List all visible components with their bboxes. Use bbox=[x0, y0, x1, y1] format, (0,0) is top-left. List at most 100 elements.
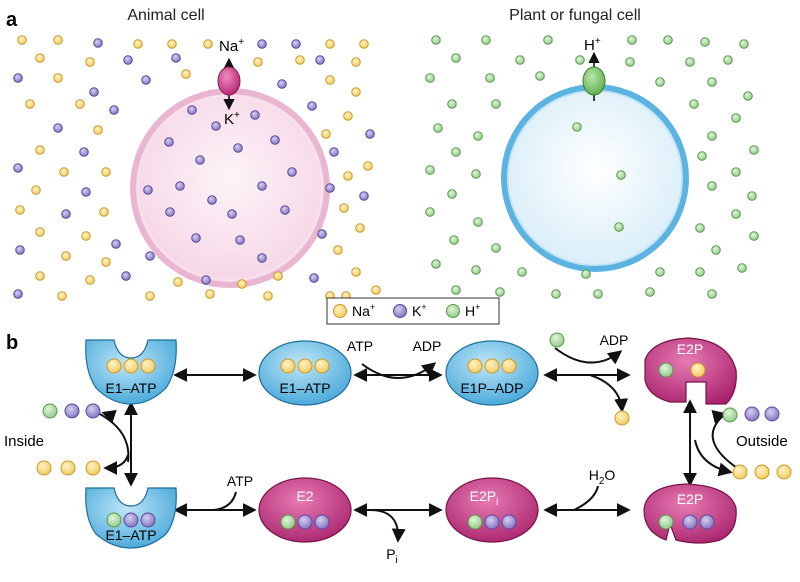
na-ion bbox=[31, 185, 41, 195]
legend-k-label: K+ bbox=[412, 302, 427, 319]
h-ion bbox=[737, 263, 747, 273]
k-ion bbox=[250, 110, 260, 120]
na-ion bbox=[237, 279, 247, 289]
h-ion bbox=[471, 169, 481, 179]
na-ion bbox=[343, 111, 353, 121]
k-ion bbox=[682, 514, 698, 530]
h-ion bbox=[625, 57, 635, 67]
na-ion bbox=[17, 35, 27, 45]
na-ion bbox=[732, 464, 748, 480]
h-ion bbox=[425, 207, 435, 217]
k-ion bbox=[195, 155, 205, 165]
h-ion bbox=[707, 77, 717, 87]
arrow-atp-bottom bbox=[213, 491, 237, 511]
na-ion bbox=[690, 362, 706, 378]
pump-na-label: Na+ bbox=[219, 37, 244, 55]
na-ion bbox=[297, 358, 313, 374]
label-outside: Outside bbox=[736, 433, 788, 450]
k-ion bbox=[165, 207, 175, 217]
h-ion bbox=[467, 514, 483, 530]
k-ion bbox=[257, 253, 267, 263]
h-ion bbox=[739, 39, 749, 49]
h-ion bbox=[749, 145, 759, 155]
k-ion bbox=[291, 39, 301, 49]
plant-cell bbox=[501, 84, 689, 272]
k-ion bbox=[64, 403, 80, 419]
legend-k-swatch bbox=[393, 304, 407, 318]
na-ion bbox=[85, 275, 95, 285]
k-ion bbox=[235, 235, 245, 245]
k-ion bbox=[140, 512, 156, 528]
k-ion bbox=[359, 191, 369, 201]
k-ion bbox=[187, 105, 197, 115]
k-ion bbox=[297, 514, 313, 530]
na-ion bbox=[371, 285, 381, 295]
h-ion bbox=[614, 222, 624, 232]
na-ion bbox=[53, 35, 63, 45]
k-ion bbox=[13, 163, 23, 173]
na-ion bbox=[145, 291, 155, 301]
na-ion bbox=[484, 358, 500, 374]
k-ion bbox=[257, 39, 267, 49]
h-ion bbox=[106, 512, 122, 528]
arrow-inside-head-top bbox=[101, 409, 117, 424]
h-ion bbox=[700, 37, 710, 47]
k-ion bbox=[307, 101, 317, 111]
h-ion bbox=[731, 113, 741, 123]
label-pi: Pi bbox=[386, 546, 398, 566]
k-ion bbox=[61, 209, 71, 219]
label-inside: Inside bbox=[4, 433, 44, 450]
na-ion bbox=[181, 69, 191, 79]
na-ion bbox=[61, 251, 71, 261]
na-ion bbox=[351, 57, 361, 67]
na-ion bbox=[333, 245, 343, 255]
k-ion bbox=[207, 195, 217, 205]
h-ion bbox=[447, 99, 457, 109]
na-ion bbox=[75, 99, 85, 109]
na-ion bbox=[321, 129, 331, 139]
na-ion bbox=[35, 53, 45, 63]
k-ion bbox=[123, 55, 133, 65]
na-ion bbox=[280, 358, 296, 374]
na-ion bbox=[57, 291, 67, 301]
h-ion bbox=[451, 285, 461, 295]
k-ion bbox=[744, 406, 760, 422]
label-h2o: H2O bbox=[589, 467, 616, 487]
na-ion bbox=[325, 39, 335, 49]
pump-k-label: K+ bbox=[224, 110, 240, 128]
na-ion bbox=[363, 161, 373, 171]
h-ion bbox=[685, 57, 695, 67]
h-ion bbox=[280, 514, 296, 530]
h-ion bbox=[689, 99, 699, 109]
na-ion bbox=[359, 39, 369, 49]
ion-field bbox=[13, 35, 759, 301]
k-ion bbox=[501, 514, 517, 530]
h-ion bbox=[431, 259, 441, 269]
k-ion bbox=[314, 514, 330, 530]
na-ion bbox=[355, 223, 365, 233]
k-ion bbox=[175, 181, 185, 191]
k-ion bbox=[329, 147, 339, 157]
na-ion bbox=[93, 125, 103, 135]
k-ion bbox=[277, 79, 287, 89]
h-ion bbox=[658, 362, 674, 378]
na-ion bbox=[123, 358, 139, 374]
k-ion bbox=[141, 75, 151, 85]
h-ion bbox=[449, 235, 459, 245]
na-ion bbox=[81, 231, 91, 241]
na-ion bbox=[325, 75, 335, 85]
h-ion bbox=[575, 55, 585, 65]
bound-ions bbox=[36, 332, 792, 530]
ion-legend: Na+ K+ H+ bbox=[326, 297, 500, 325]
k-ion bbox=[257, 181, 267, 191]
na-ion bbox=[205, 289, 215, 299]
h-ion bbox=[616, 170, 626, 180]
k-ion bbox=[191, 233, 201, 243]
legend-na-label: Na+ bbox=[352, 302, 375, 319]
k-ion bbox=[85, 403, 101, 419]
label-atp-top: ATP bbox=[347, 338, 373, 354]
na-ion bbox=[754, 464, 770, 480]
na-ion bbox=[99, 207, 109, 217]
h-ion bbox=[471, 265, 481, 275]
